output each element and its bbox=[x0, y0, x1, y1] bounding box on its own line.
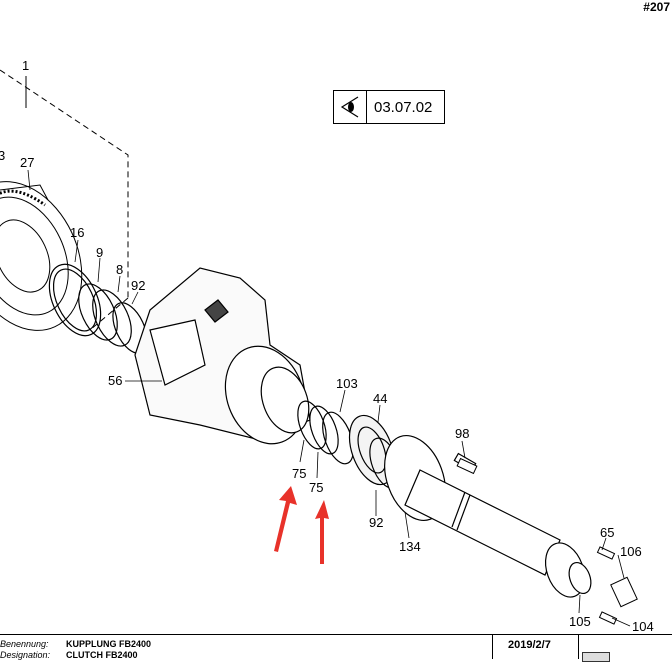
flywheel-gear bbox=[0, 181, 83, 331]
shaft-assembly bbox=[384, 434, 592, 598]
clutch-housing bbox=[134, 267, 311, 445]
callout-103: 103 bbox=[336, 376, 358, 391]
callout-labels: 1 3 27 16 9 8 92 56 103 44 98 75 75 92 1… bbox=[0, 58, 654, 634]
view-reference-box: 03.07.02 bbox=[333, 90, 445, 124]
logo-stamp bbox=[582, 652, 610, 662]
leader-lines bbox=[27, 169, 631, 627]
callout-3: 3 bbox=[0, 148, 5, 163]
rings-center-stack bbox=[297, 400, 401, 489]
callout-44: 44 bbox=[373, 391, 387, 406]
bolts bbox=[456, 457, 638, 625]
callout-92-right: 92 bbox=[369, 515, 383, 530]
title-block: Benennung: KUPPLUNG FB2400 Designation: … bbox=[0, 634, 672, 662]
red-arrow-left bbox=[274, 486, 297, 552]
benennung-label: Benennung: bbox=[0, 639, 49, 649]
callout-27: 27 bbox=[20, 155, 34, 170]
callout-98: 98 bbox=[455, 426, 469, 441]
benennung-value: KUPPLUNG FB2400 bbox=[66, 639, 152, 649]
title-block-divider-2 bbox=[578, 635, 579, 659]
drawing-date: 2019/2/7 bbox=[508, 639, 551, 651]
callout-75-a: 75 bbox=[292, 466, 306, 481]
callout-56: 56 bbox=[108, 373, 122, 388]
title-block-divider bbox=[492, 635, 493, 659]
callout-134: 134 bbox=[399, 539, 421, 554]
document-id: #207 bbox=[643, 0, 670, 14]
callout-9: 9 bbox=[96, 245, 103, 260]
callout-65: 65 bbox=[600, 525, 614, 540]
view-reference-code: 03.07.02 bbox=[374, 99, 433, 116]
callout-92-left: 92 bbox=[131, 278, 145, 293]
callout-1: 1 bbox=[22, 58, 29, 73]
eye-icon bbox=[334, 91, 367, 123]
red-arrow-right bbox=[315, 500, 329, 564]
callout-16: 16 bbox=[70, 225, 84, 240]
housing-outline-dashed bbox=[0, 69, 129, 331]
callout-105: 105 bbox=[569, 614, 591, 629]
red-arrows bbox=[274, 486, 329, 564]
callout-106: 106 bbox=[620, 544, 642, 559]
designation-label: Designation: bbox=[0, 650, 51, 660]
callout-104: 104 bbox=[632, 619, 654, 634]
callout-75-b: 75 bbox=[309, 480, 323, 495]
callout-8: 8 bbox=[116, 262, 123, 277]
designation-value: CLUTCH FB2400 bbox=[66, 650, 138, 660]
